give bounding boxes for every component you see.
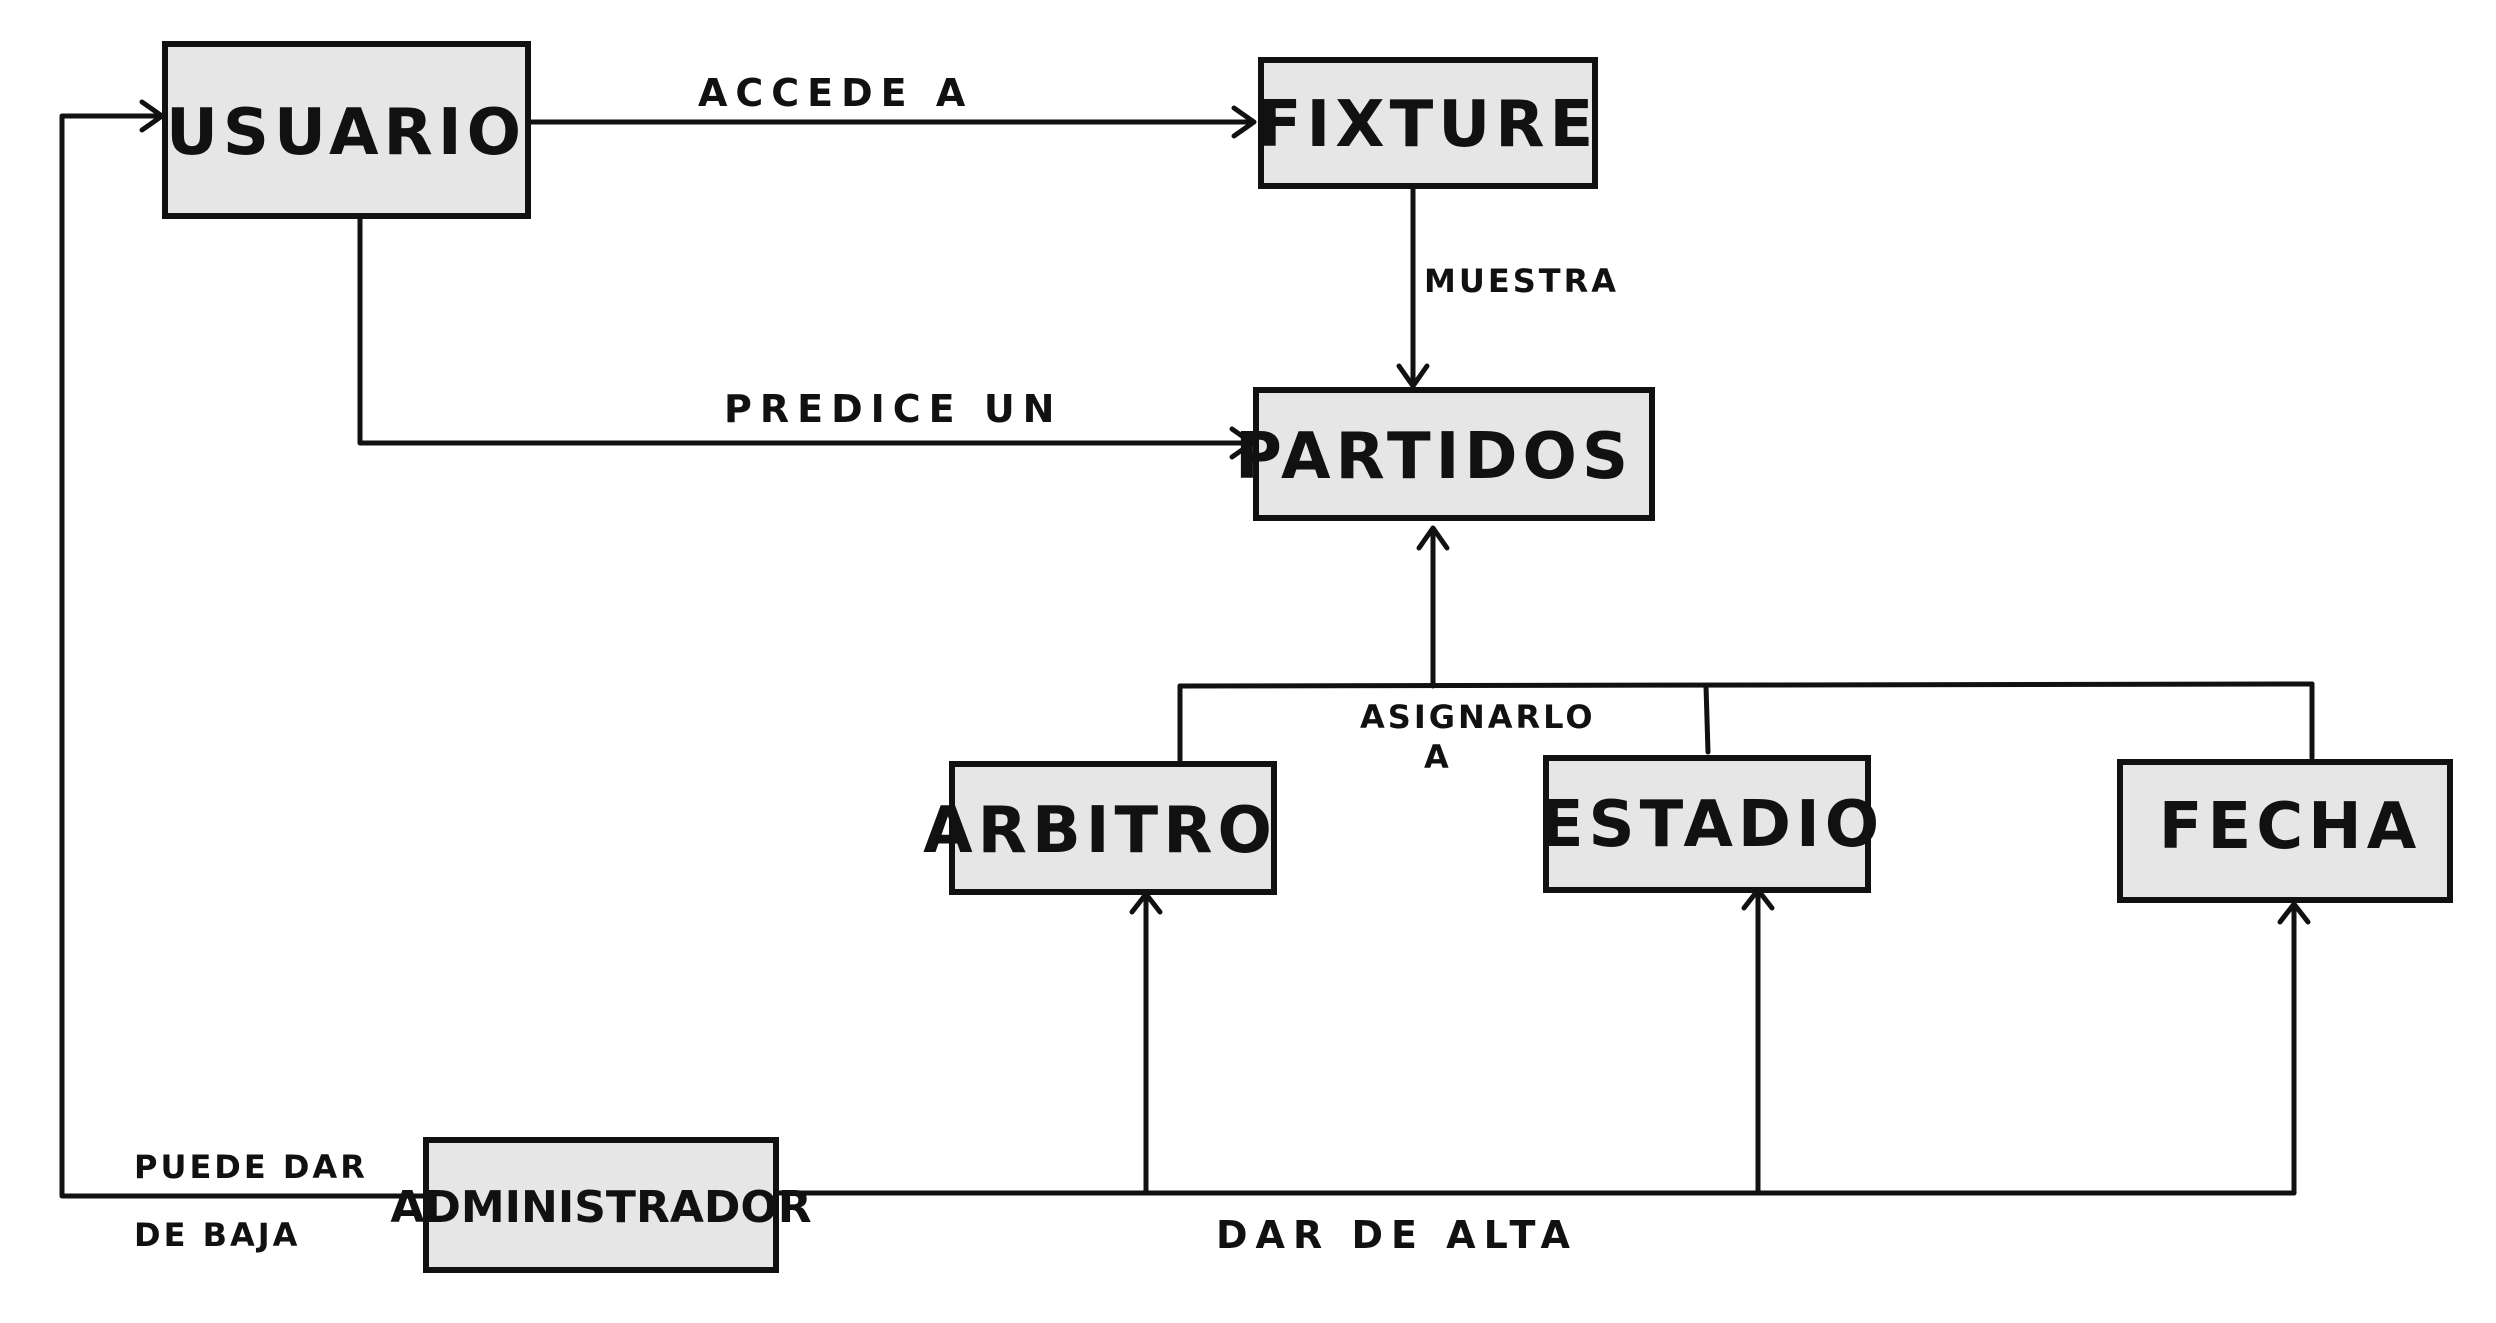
node-label-administrador: ADMINISTRADOR	[390, 1182, 811, 1233]
edge-label-asignarlo-1: ASIGNARLO	[1360, 698, 1596, 736]
node-label-usuario: USUARIO	[166, 96, 526, 170]
edge-administrador-usuario	[59, 113, 427, 1199]
node-estadio: ESTADIO	[1540, 755, 1884, 893]
node-usuario: USUARIO	[162, 41, 531, 219]
edge-asignarlo-bus	[1177, 681, 2315, 689]
edge-label-dar-de-alta: DAR DE ALTA	[1216, 1213, 1578, 1257]
arrowhead-partidos-top	[1396, 363, 1430, 389]
arrowhead-fixture	[1231, 105, 1257, 139]
node-administrador: ADMINISTRADOR	[390, 1137, 812, 1273]
arrowhead-partidos-left	[1229, 426, 1255, 460]
edge-estadio-bus	[1703, 683, 1711, 755]
node-label-fecha: FECHA	[2159, 790, 2422, 864]
node-partidos: PARTIDOS	[1235, 387, 1655, 521]
edge-label-puede-dar-1: PUEDE DAR	[134, 1148, 368, 1186]
arrowhead-fecha	[2277, 901, 2311, 925]
node-fixture: FIXTURE	[1258, 57, 1599, 189]
node-label-arbitro: ARBITRO	[923, 794, 1277, 868]
edge-label-asignarlo-2: A	[1424, 738, 1452, 776]
node-label-partidos: PARTIDOS	[1235, 420, 1633, 494]
node-label-estadio: ESTADIO	[1540, 788, 1884, 862]
edge-label-accede-a: ACCEDE A	[698, 71, 973, 115]
edge-usuario-partidos	[357, 209, 1253, 446]
node-label-fixture: FIXTURE	[1258, 88, 1599, 162]
arrowhead-partidos-bottom	[1416, 525, 1450, 551]
node-arbitro: ARBITRO	[923, 761, 1277, 895]
node-fecha: FECHA	[2117, 759, 2453, 903]
edge-label-muestra: MUESTRA	[1424, 262, 1619, 300]
edge-label-puede-dar-2: DE BAJA	[134, 1216, 300, 1254]
edge-label-predice-un: PREDICE UN	[724, 387, 1063, 431]
